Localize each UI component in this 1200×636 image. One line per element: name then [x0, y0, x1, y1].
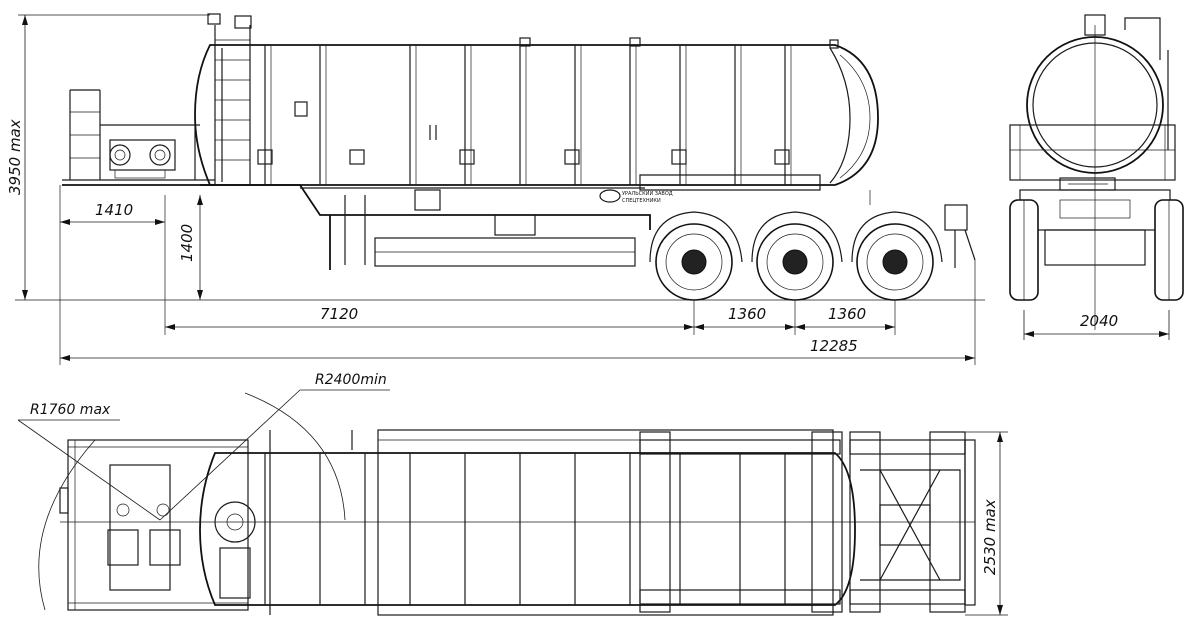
dim-track-width: 2040: [1080, 312, 1118, 330]
dim-front-overhang: 1410: [95, 201, 133, 219]
radius-turning: R2400min: [315, 372, 387, 388]
brand-line-2: СПЕЦТЕХНИКИ: [622, 198, 661, 204]
dim-axle-spacing-1: 1360: [728, 305, 766, 323]
top-rings: [264, 453, 786, 605]
dim-overall-length: 12285: [810, 337, 858, 355]
chassis-frame: УРАЛЬСКИЙ ЗАВОД СПЕЦТЕХНИКИ: [200, 184, 673, 270]
dim-height-max: 3950 max: [6, 119, 24, 195]
wheels-side: [649, 211, 943, 301]
radius-front-swing: R1760 max: [30, 402, 111, 418]
dim-kingpin-to-axle: 7120: [320, 305, 358, 323]
side-view-dimensions: 3950 max 1410 1400 7120 1360 1360: [6, 14, 976, 365]
side-view: УРАЛЬСКИЙ ЗАВОД СПЕЦТЕХНИКИ: [15, 13, 985, 301]
strap-clamps: [257, 149, 790, 165]
dim-axle-spacing-2: 1360: [828, 305, 866, 323]
ladder: [214, 25, 251, 185]
top-view-dimensions: R1760 max R2400min 2530 max: [17, 372, 1008, 616]
dim-overall-width: 2530 max: [981, 499, 999, 575]
brand-line-1: УРАЛЬСКИЙ ЗАВОД: [622, 190, 673, 197]
dim-coupling-height: 1400: [178, 224, 196, 262]
front-platform: [62, 89, 215, 186]
rear-view: 2040: [1009, 14, 1184, 340]
tank-rings: [264, 45, 792, 185]
top-view: [59, 429, 976, 616]
